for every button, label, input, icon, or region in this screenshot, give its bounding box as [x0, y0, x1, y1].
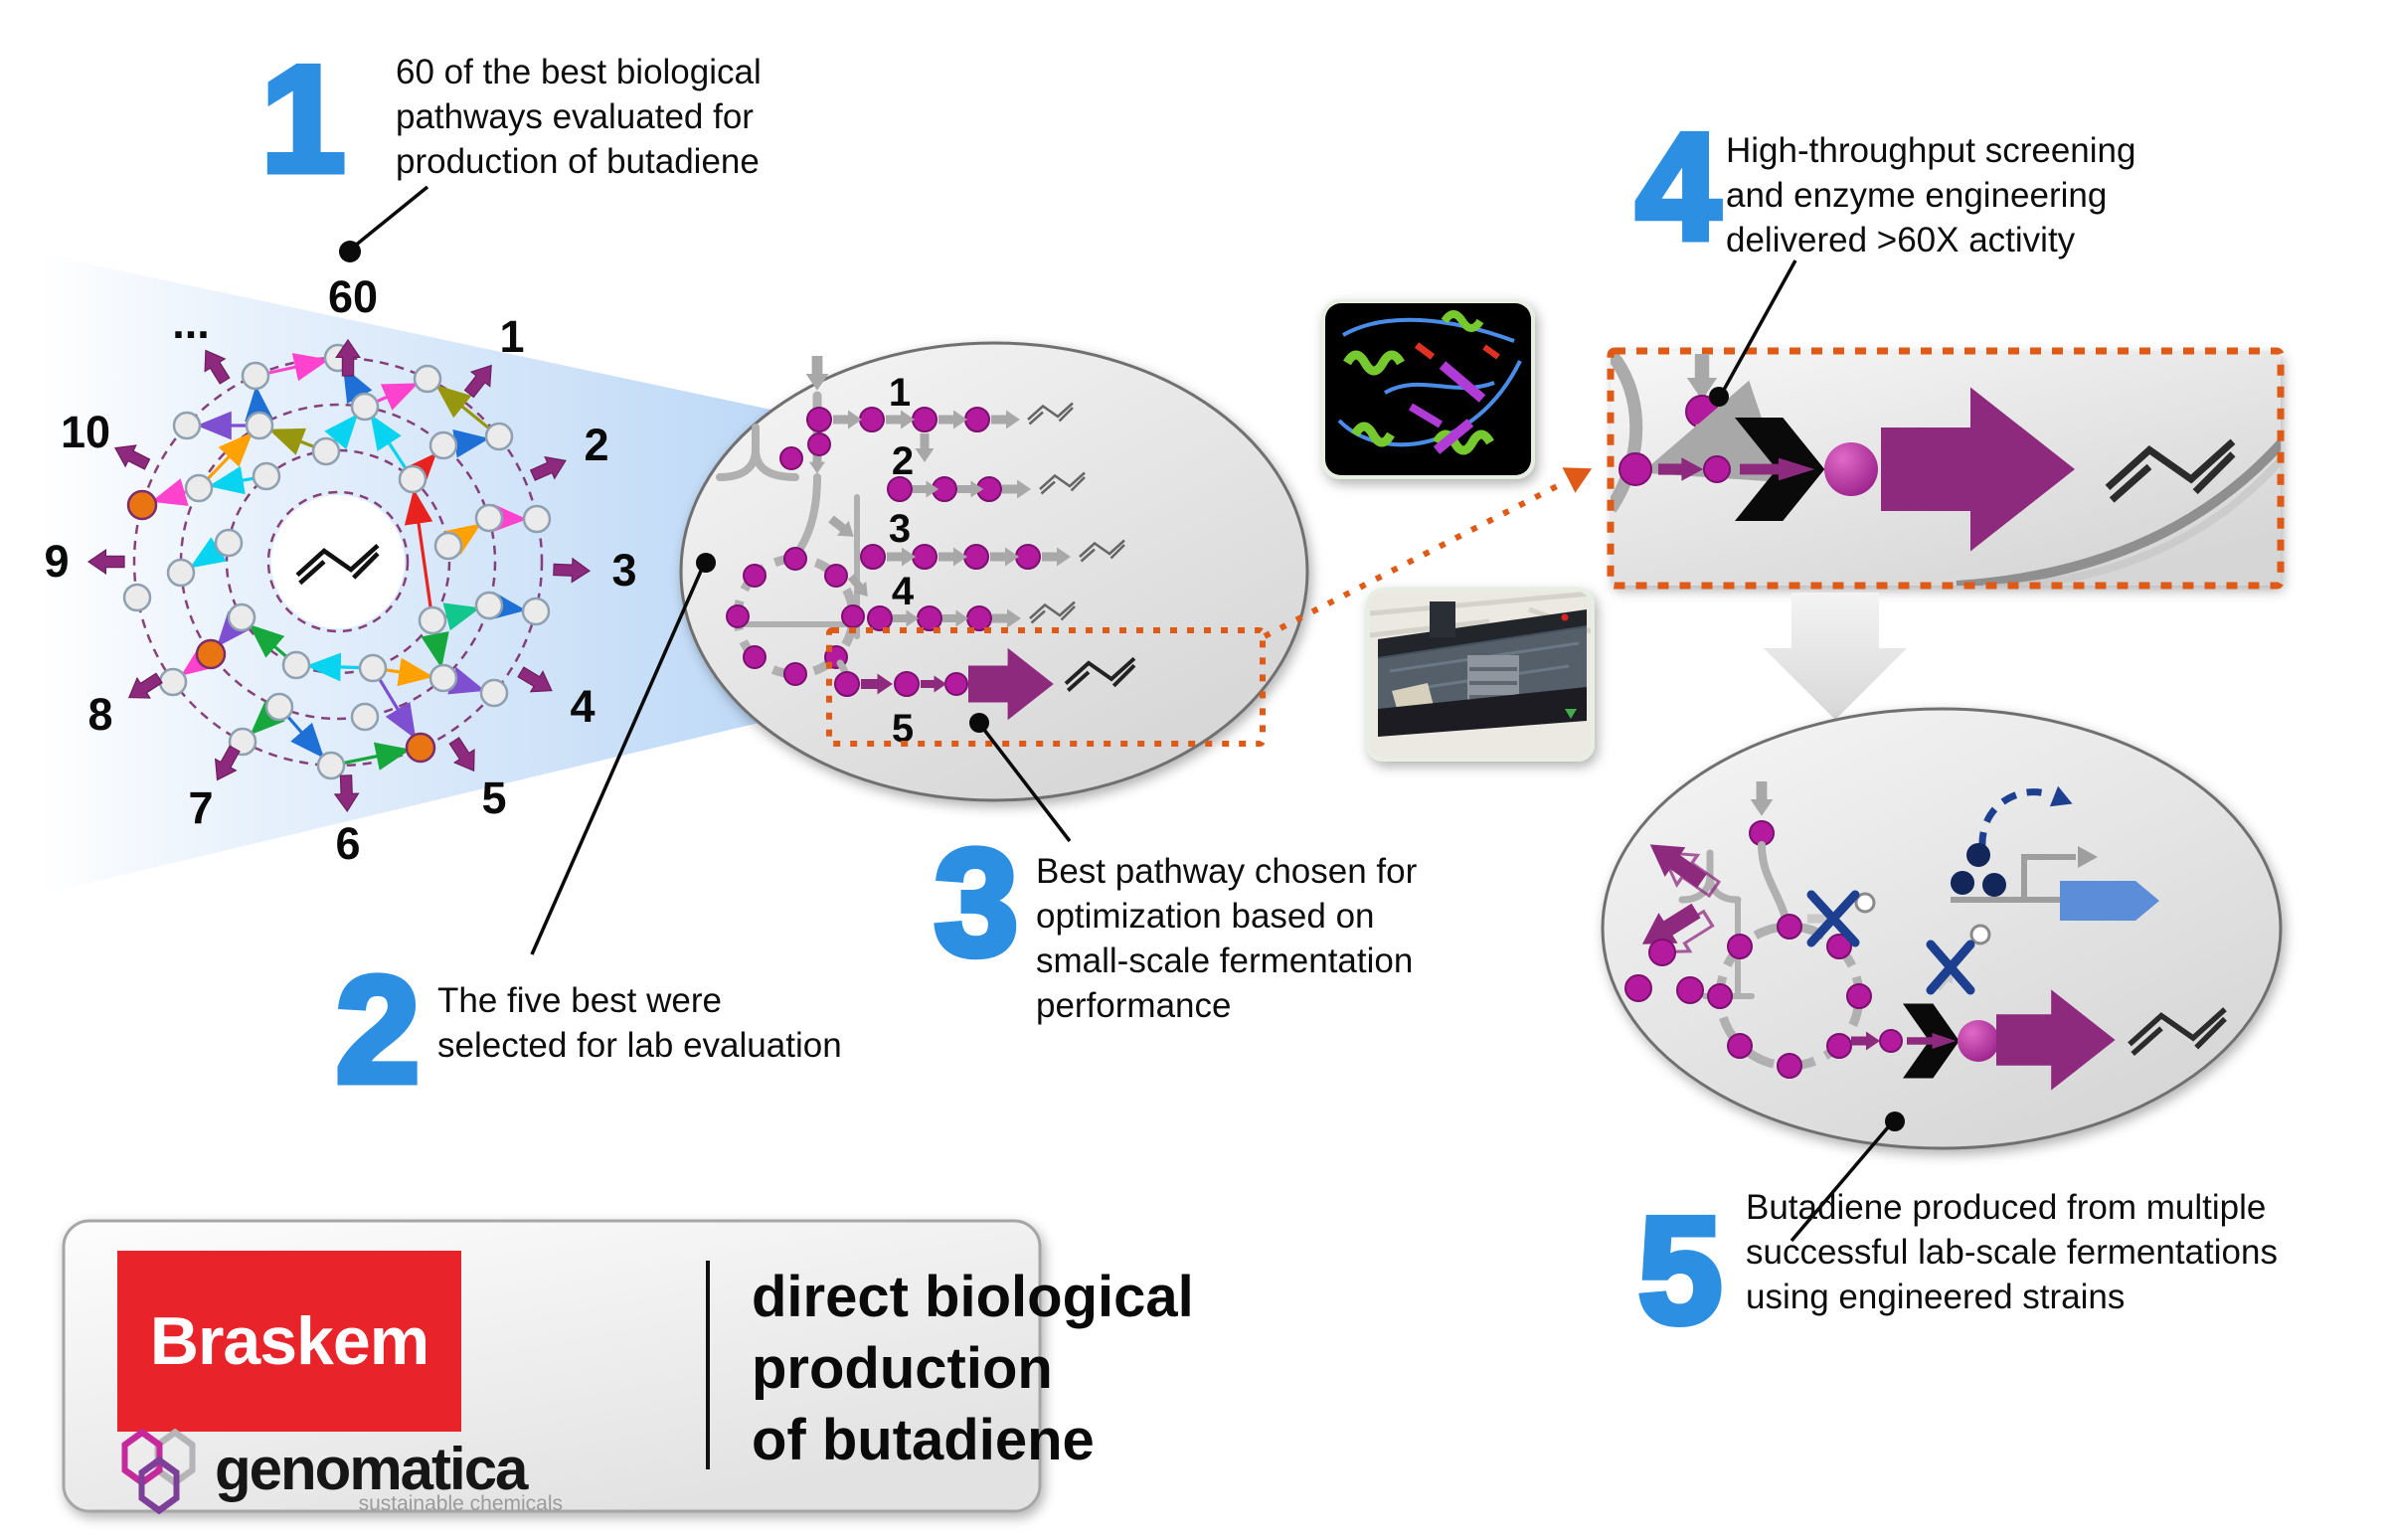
svg-text:delivered >60X activity: delivered >60X activity — [1726, 221, 2076, 259]
svg-text:1: 1 — [889, 371, 911, 415]
step-2: 2 The five best were selected for lab ev… — [332, 942, 842, 1118]
svg-text:5: 5 — [892, 707, 914, 751]
svg-text:using engineered strains: using engineered strains — [1746, 1278, 2125, 1316]
callout-step3 — [969, 713, 1072, 843]
svg-text:3: 3 — [611, 545, 636, 596]
knockout-1 — [1806, 890, 1876, 947]
svg-text:6: 6 — [335, 818, 360, 869]
svg-text:High-throughput screening: High-throughput screening — [1726, 131, 2135, 170]
gene-block — [2060, 881, 2159, 921]
flow-down-arrow — [1764, 593, 1907, 720]
infographic-title: direct biological — [752, 1265, 1194, 1329]
step-4: 4 High-throughput screening and enzyme e… — [1632, 99, 2135, 275]
braskem-logo — [117, 1251, 461, 1432]
svg-text:performance: performance — [1036, 986, 1231, 1025]
enzyme-zoom-box — [1607, 347, 2285, 590]
svg-text:small-scale fermentation: small-scale fermentation — [1036, 941, 1413, 980]
enzyme-sphere — [1824, 442, 1878, 496]
zoom-connector — [1263, 455, 1599, 639]
svg-text:1: 1 — [499, 311, 524, 362]
pathway-row-5-best — [834, 647, 1136, 721]
svg-text:60 of the best biological: 60 of the best biological — [396, 53, 762, 91]
infographic-title: of butadiene — [752, 1408, 1095, 1472]
step-3-number: 3 — [935, 818, 1019, 987]
candidate-labels: 1 2 3 4 5 6 7 8 9 10 ... 60 — [44, 271, 636, 869]
step-3: 3 Best pathway chosen for optimization b… — [931, 815, 1418, 1026]
svg-text:4: 4 — [570, 681, 595, 732]
svg-text:8: 8 — [87, 689, 112, 740]
step-4-number: 4 — [1636, 102, 1721, 271]
gene-overexpression — [1951, 785, 2159, 921]
svg-text:60: 60 — [328, 271, 378, 322]
callout-step2 — [530, 553, 716, 955]
step-1-number: 1 — [261, 35, 346, 204]
step-5-number: 5 — [1638, 1186, 1723, 1355]
svg-text:2: 2 — [892, 439, 914, 483]
svg-text:The five best were: The five best were — [437, 981, 722, 1020]
svg-text:selected for lab evaluation: selected for lab evaluation — [437, 1026, 842, 1065]
cell-five-pathways: 1 2 3 4 5 — [679, 341, 1309, 802]
pathway-row-4 — [867, 600, 1077, 631]
svg-text:7: 7 — [188, 782, 213, 833]
selected-node — [405, 732, 436, 764]
step-2-number: 2 — [336, 945, 421, 1114]
network-nodes — [122, 343, 552, 780]
svg-text:2: 2 — [584, 420, 608, 470]
infographic-title: production — [752, 1336, 1053, 1401]
protein-structure-image — [1321, 299, 1535, 479]
svg-text:Butadiene produced from multip: Butadiene produced from multiple — [1746, 1188, 2266, 1227]
selected-node — [126, 489, 158, 521]
step-5: 5 Butadiene produced from multiple succe… — [1634, 1183, 2278, 1359]
callout-step4 — [1709, 259, 1797, 407]
pathway-row-2 — [887, 471, 1087, 502]
pathway-network: 1 2 3 4 5 6 7 8 9 10 ... 60 — [44, 271, 636, 869]
production-pathway — [1851, 989, 2225, 1091]
svg-text:successful lab-scale fermentat: successful lab-scale fermentations — [1746, 1233, 2278, 1272]
svg-text:optimization based on: optimization based on — [1036, 897, 1375, 936]
svg-text:pathways evaluated for: pathways evaluated for — [396, 97, 754, 136]
product-export-arrows — [1624, 829, 1726, 1004]
selected-node — [195, 638, 227, 670]
svg-text:production of butadiene: production of butadiene — [396, 142, 760, 181]
step-1: 1 60 of the best biological pathways eva… — [257, 32, 762, 208]
svg-text:and enzyme engineering: and enzyme engineering — [1726, 176, 2107, 215]
mini-backbone — [1678, 781, 1872, 1079]
svg-text:5: 5 — [481, 772, 506, 823]
engineered-strain-cell — [1601, 707, 2283, 1150]
genomatica-wordmark: genomatica — [215, 1436, 529, 1502]
svg-text:Best pathway chosen for: Best pathway chosen for — [1036, 852, 1418, 891]
svg-text:10: 10 — [61, 407, 110, 457]
pathway-row-3 — [860, 539, 1126, 570]
svg-text:9: 9 — [44, 536, 69, 587]
callout-step1 — [339, 185, 429, 262]
genomatica-tagline: sustainable chemicals — [359, 1492, 563, 1515]
footer-logo-box: Braskem genomatica sustainable chemicals… — [62, 1219, 1194, 1515]
svg-text:4: 4 — [892, 570, 915, 613]
pathway-row-1 — [806, 402, 1075, 432]
pathway-numbers: 1 2 3 4 5 — [889, 371, 915, 751]
callout-step5 — [1790, 1112, 1905, 1243]
knockout-2 — [1926, 924, 1991, 995]
svg-text:3: 3 — [889, 507, 911, 551]
lab-equipment-photo — [1366, 588, 1595, 762]
braskem-wordmark: Braskem — [150, 1303, 428, 1379]
svg-text:...: ... — [172, 297, 210, 348]
